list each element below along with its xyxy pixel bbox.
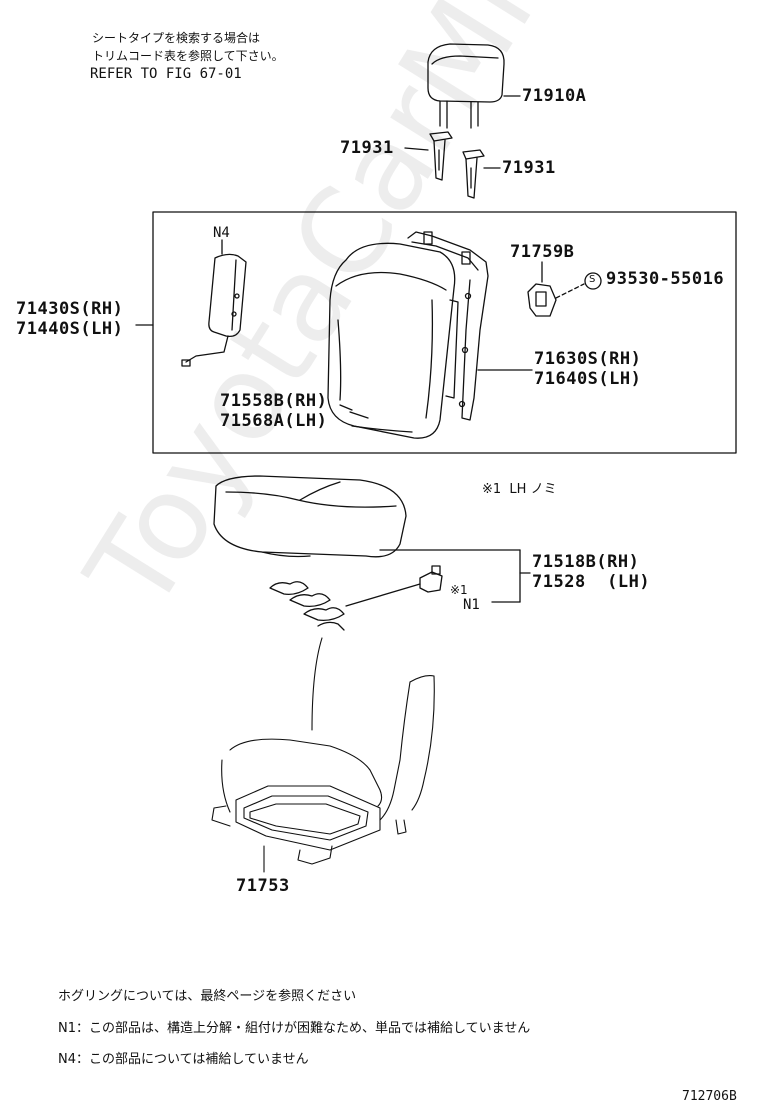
part-label-guide-right[interactable]: 71931 bbox=[502, 158, 556, 178]
part-label-cushion-rh[interactable]: 71518B(RH) bbox=[532, 552, 640, 572]
part-label-back-assy-rh[interactable]: 71430S(RH) bbox=[16, 299, 124, 319]
seatback-group-box bbox=[152, 211, 737, 454]
figure-id: 712706B bbox=[682, 1089, 737, 1104]
footnote-n1: N1：この部品は、構造上分解・組付けが困難なため、単品では補給していません bbox=[58, 1021, 531, 1036]
footnote-n4: N4：この部品については補給していません bbox=[58, 1052, 309, 1067]
footnote-hog-ring: ホグリングについては、最終ページを参照ください bbox=[58, 989, 357, 1004]
part-label-back-assy-lh[interactable]: 71440S(LH) bbox=[16, 319, 124, 339]
screw-symbol: S bbox=[589, 274, 596, 285]
part-label-n1: N1 bbox=[463, 597, 480, 613]
header-note-line1: シートタイプを検索する場合は bbox=[92, 31, 261, 45]
part-label-frame-rh[interactable]: 71630S(RH) bbox=[534, 349, 642, 369]
part-label-screw[interactable]: 93530-55016 bbox=[606, 269, 725, 289]
part-label-tray[interactable]: 71753 bbox=[236, 876, 290, 896]
part-label-headrest[interactable]: 71910A bbox=[522, 86, 587, 106]
part-label-guide-left[interactable]: 71931 bbox=[340, 138, 394, 158]
part-label-back-cover-rh[interactable]: 71558B(RH) bbox=[220, 391, 328, 411]
part-label-frame-lh[interactable]: 71640S(LH) bbox=[534, 369, 642, 389]
seatback-frame-drawing bbox=[407, 231, 533, 421]
part-label-n4: N4 bbox=[213, 225, 230, 241]
headrest-guide-left-drawing bbox=[404, 131, 453, 181]
seat-cushion-drawing bbox=[213, 475, 531, 603]
seat-assembly-drawing bbox=[211, 637, 435, 873]
side-pad-drawing bbox=[181, 239, 247, 367]
mark-1: ※1 bbox=[450, 583, 468, 597]
lh-only-note: ※1 LH ノミ bbox=[482, 482, 557, 497]
clip-drawing bbox=[527, 261, 602, 317]
part-label-back-cover-lh[interactable]: 71568A(LH) bbox=[220, 411, 328, 431]
headrest-guide-right-drawing bbox=[462, 149, 501, 199]
headrest-drawing bbox=[427, 43, 521, 129]
refer-to-fig: REFER TO FIG 67-01 bbox=[90, 66, 242, 82]
seat-heater-drawing bbox=[269, 565, 443, 631]
part-label-clip[interactable]: 71759B bbox=[510, 242, 575, 262]
seatback-cushion-drawing bbox=[327, 242, 456, 439]
part-label-cushion-lh[interactable]: 71528 (LH) bbox=[532, 572, 651, 592]
header-note-line2: トリムコード表を参照して下さい。 bbox=[92, 49, 284, 63]
